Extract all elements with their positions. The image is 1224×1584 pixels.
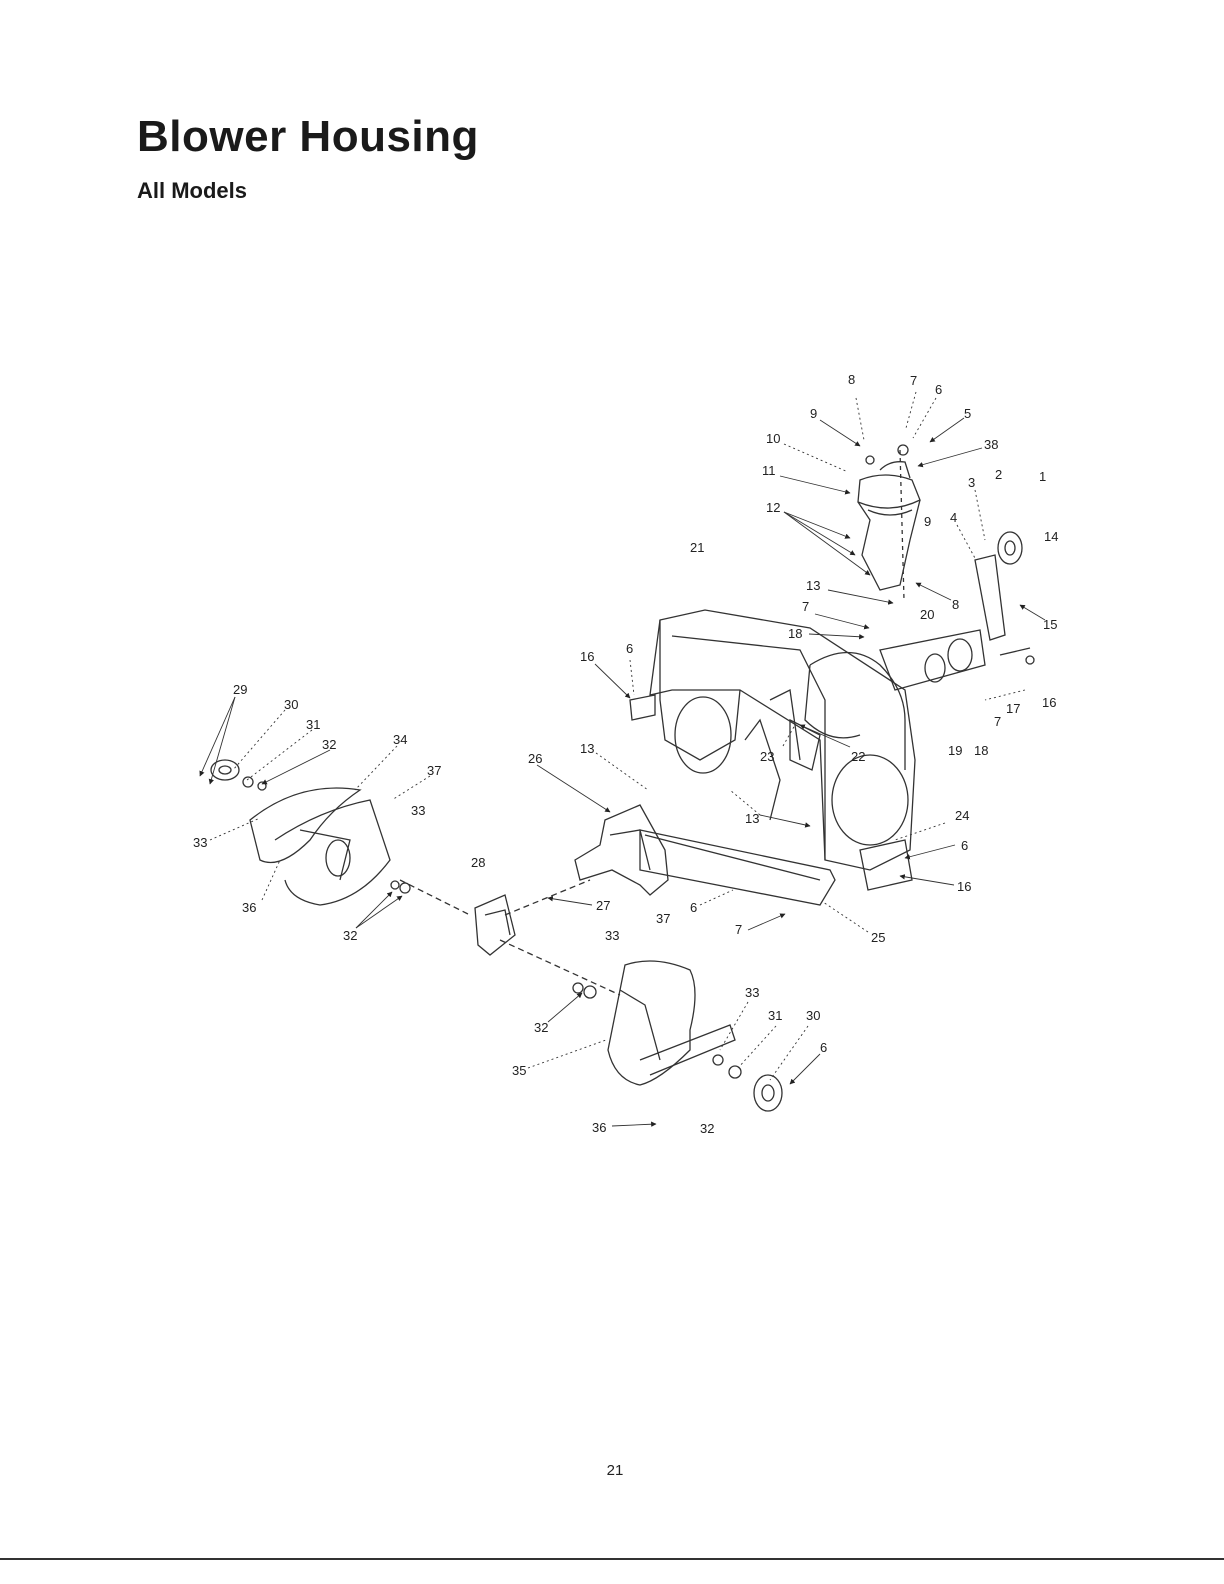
page-subtitle: All Models [137,178,248,203]
callout-14: 14 [1044,529,1058,544]
callout-8: 8 [952,597,959,612]
callout-29: 29 [233,682,247,697]
bracket-drawing [879,531,1035,691]
callout-6: 6 [820,1040,827,1055]
callout-19: 19 [948,743,962,758]
callout-17: 17 [1006,701,1020,716]
callout-36: 36 [242,900,256,915]
callout-31: 31 [768,1008,782,1023]
bottom-rule [0,1558,1224,1560]
callout-37: 37 [656,911,670,926]
gearbox-drawing [399,804,669,996]
callout-26: 26 [528,751,542,766]
callout-10: 10 [766,431,780,446]
callout-37: 37 [427,763,441,778]
callout-12: 12 [766,500,780,515]
callout-33: 33 [745,985,759,1000]
callout-21: 21 [690,540,704,555]
callout-9: 9 [810,406,817,421]
callout-32: 32 [343,928,357,943]
right-auger-drawing [572,960,783,1112]
callout-36: 36 [592,1120,606,1135]
callout-35: 35 [512,1063,526,1078]
callout-33: 33 [605,928,619,943]
callout-3: 3 [968,475,975,490]
callout-13: 13 [806,578,820,593]
callout-25: 25 [871,930,885,945]
callout-30: 30 [806,1008,820,1023]
callout-6: 6 [690,900,697,915]
callout-9: 9 [924,514,931,529]
callout-16: 16 [957,879,971,894]
callout-7: 7 [802,599,809,614]
callout-1: 1 [1039,469,1046,484]
callout-34: 34 [393,732,407,747]
callout-labels: 8 7 6 9 5 10 38 11 3 2 1 12 9 4 14 21 13… [193,372,1058,1136]
callout-33: 33 [193,835,207,850]
callout-4: 4 [950,510,957,525]
callout-23: 23 [760,749,774,764]
callout-32: 32 [322,737,336,752]
callout-32: 32 [534,1020,548,1035]
callout-28: 28 [471,855,485,870]
callout-6: 6 [626,641,633,656]
callout-5: 5 [964,406,971,421]
callout-16: 16 [1042,695,1056,710]
callout-7: 7 [735,922,742,937]
callout-20: 20 [920,607,934,622]
callout-6: 6 [961,838,968,853]
left-auger-drawing [210,759,411,906]
leader-lines [199,391,1046,1127]
callout-7: 7 [994,714,1001,729]
callout-8: 8 [848,372,855,387]
callout-13: 13 [745,811,759,826]
page-title: Blower Housing [137,112,479,161]
page-number: 21 [606,1462,624,1479]
callout-27: 27 [596,898,610,913]
callout-22: 22 [851,749,865,764]
callout-2: 2 [995,467,1002,482]
callout-30: 30 [284,697,298,712]
callout-11: 11 [762,463,776,478]
callout-15: 15 [1043,617,1057,632]
callout-6: 6 [935,382,942,397]
callout-18: 18 [788,626,802,641]
callout-32: 32 [700,1121,714,1136]
callout-13: 13 [580,741,594,756]
callout-7: 7 [910,373,917,388]
callout-31: 31 [306,717,320,732]
callout-24: 24 [955,808,969,823]
chute-drawing [857,444,921,601]
callout-18: 18 [974,743,988,758]
callout-38: 38 [984,437,998,452]
callout-33: 33 [411,803,425,818]
housing-drawing [629,609,916,906]
callout-16: 16 [580,649,594,664]
